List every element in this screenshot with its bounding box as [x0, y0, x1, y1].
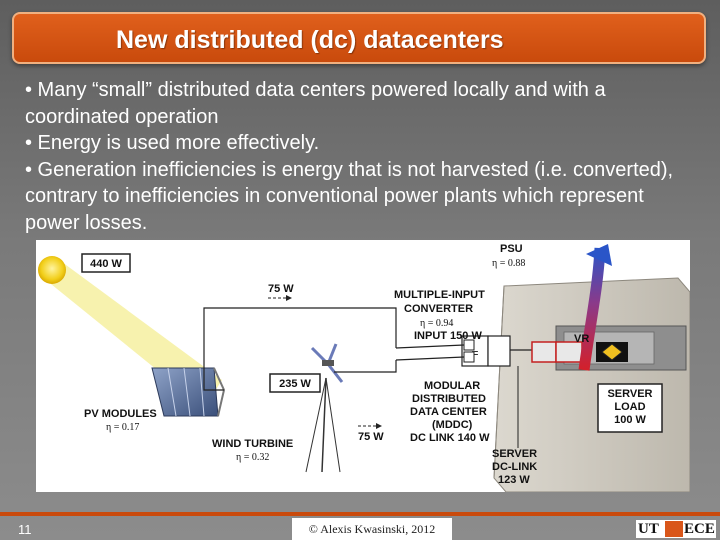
footer-line: [0, 512, 720, 516]
sun-icon: [38, 256, 66, 284]
power-flow-arrow: [578, 247, 606, 371]
converter-label-2: CONVERTER: [404, 303, 473, 315]
bullet-item: • Many “small” distributed data centers …: [25, 79, 606, 128]
server-dclink-value: 123 W: [498, 474, 530, 486]
slide-number: 11: [18, 522, 32, 537]
psu-label: PSU: [500, 243, 523, 255]
server-load-label-2: LOAD: [614, 401, 645, 413]
pv-flow-value: 75 W: [268, 283, 294, 295]
converter-input: INPUT 150 W: [414, 330, 482, 342]
mddc-label-1: MODULAR: [424, 380, 480, 392]
title-bar: New distributed (dc) datacenters: [12, 12, 706, 64]
bullet-list: • Many “small” distributed data centers …: [25, 77, 695, 236]
diagram-svg: 440 W PV MODULES η = 0.17 75 W 235 W WIN…: [38, 240, 690, 492]
server-load-label-1: SERVER: [607, 388, 652, 400]
pv-modules-label: PV MODULES: [84, 408, 157, 420]
ut-ece-logo: UT ECE: [636, 520, 716, 538]
output-converter-box: [487, 335, 511, 367]
vr-converter-box: [555, 341, 583, 363]
server-dclink-label-2: DC-LINK: [492, 461, 537, 473]
wind-efficiency: η = 0.32: [236, 452, 269, 463]
mddc-label-3: DATA CENTER: [410, 406, 487, 418]
slide-title: New distributed (dc) datacenters: [116, 26, 504, 54]
copyright-box: © Alexis Kwasinski, 2012: [292, 518, 452, 540]
psu-converter-box: [531, 341, 557, 363]
bullet-item: • Generation inefficiencies is energy th…: [25, 158, 674, 234]
wind-tower: [321, 377, 327, 473]
mddc-label-2: DISTRIBUTED: [412, 393, 486, 405]
converter-label-1: MULTIPLE-INPUT: [394, 289, 485, 301]
wind-flow-value: 75 W: [358, 431, 384, 443]
logo-emblem-icon: [665, 521, 683, 537]
pv-power-value: 440 W: [90, 258, 122, 270]
wind-turbine-icon: [310, 343, 344, 383]
bullet-item: • Energy is used more effectively.: [25, 132, 320, 154]
vr-label: VR: [574, 333, 589, 345]
pv-wire: [203, 307, 397, 391]
server-load-box: [597, 383, 663, 433]
server-dclink-label-1: SERVER: [492, 448, 537, 460]
mddc-label-4: (MDDC): [432, 419, 473, 431]
datacenter-diagram: 440 W PV MODULES η = 0.17 75 W 235 W WIN…: [36, 240, 690, 492]
logo-ece: ECE: [684, 521, 715, 537]
wind-power-value: 235 W: [279, 378, 311, 390]
dc-link-label: DC LINK 140 W: [410, 432, 490, 444]
converter-symbol: =: [471, 346, 478, 360]
psu-efficiency: η = 0.88: [492, 258, 525, 269]
pv-power-box: [81, 253, 131, 273]
pv-efficiency: η = 0.17: [106, 422, 139, 433]
converter-efficiency: η = 0.94: [420, 318, 453, 329]
logo-ut: UT: [638, 521, 659, 537]
server-load-value: 100 W: [614, 414, 646, 426]
copyright-text: © Alexis Kwasinski, 2012: [308, 522, 436, 536]
wind-power-box: [269, 373, 321, 393]
wind-turbine-label: WIND TURBINE: [212, 438, 293, 450]
wind-wire: [334, 360, 397, 373]
